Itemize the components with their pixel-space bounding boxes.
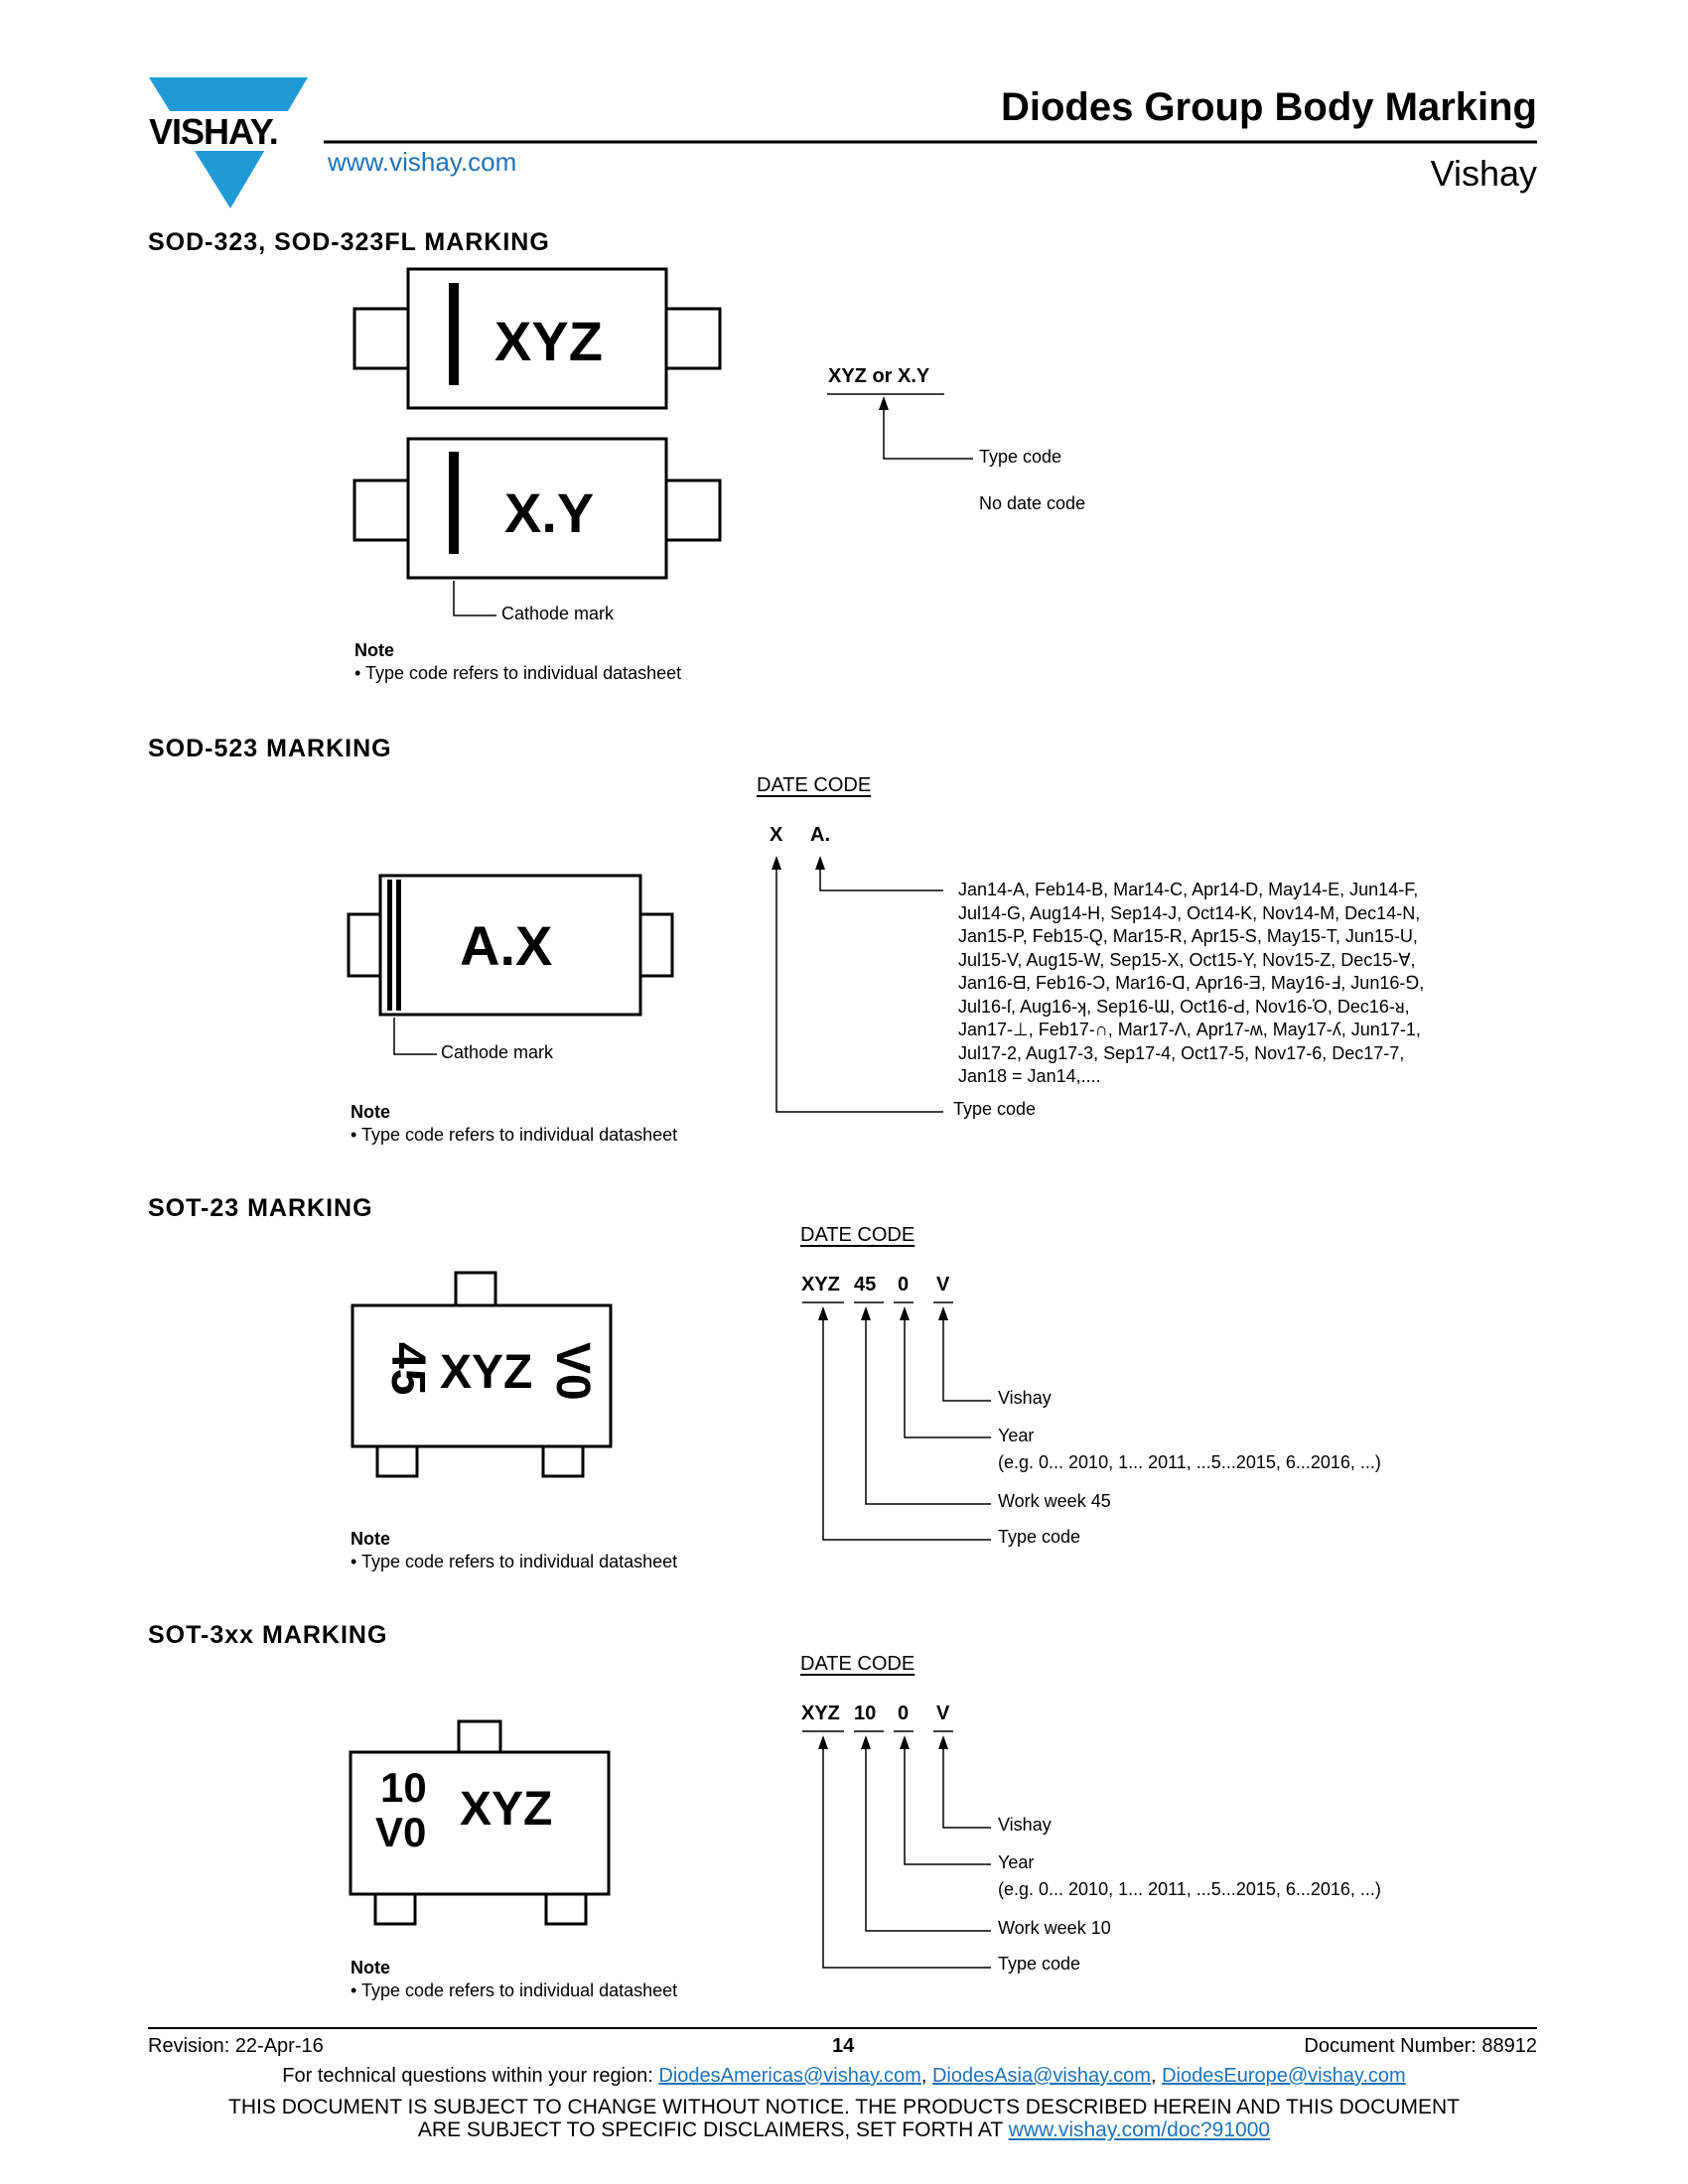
footer-separator: , bbox=[1150, 2065, 1163, 2087]
sot3xx-pkg-date: V0 bbox=[375, 1809, 427, 1855]
page-title: Diodes Group Body Marking bbox=[1000, 85, 1537, 129]
disclaimer-link[interactable]: www.vishay.com/doc?91000 bbox=[1008, 2118, 1271, 2141]
email-americas-link[interactable]: DiodesAmericas@vishay.com bbox=[658, 2065, 921, 2087]
sot3xx-code-xyz: XYZ bbox=[801, 1703, 840, 1724]
sot3xx-label-vishay: Vishay bbox=[998, 1815, 1052, 1835]
sot23-label-type: Type code bbox=[998, 1527, 1081, 1547]
sot3xx-heading: SOT-3xx MARKING bbox=[148, 1621, 388, 1649]
date-line: Jan14-A, Feb14-B, Mar14-C, Apr14-D, May1… bbox=[958, 880, 1419, 899]
footer-disclaimer-prefix: ARE SUBJECT TO SPECIFIC DISCLAIMERS, SET… bbox=[417, 2118, 1009, 2141]
sot23-label-year-example: (e.g. 0... 2010, 1... 2011, ...5...2015,… bbox=[998, 1452, 1381, 1472]
sot3xx-package bbox=[349, 1719, 611, 1926]
sot23-pkg-type: XYZ bbox=[440, 1346, 533, 1399]
sot23-note-text: • Type code refers to individual datashe… bbox=[351, 1552, 678, 1571]
sod523-note-text: • Type code refers to individual datashe… bbox=[351, 1125, 678, 1145]
sot3xx-pkg-type: XYZ bbox=[460, 1783, 553, 1836]
sod523-date-list: Jan14-A, Feb14-B, Mar14-C, Apr14-D, May1… bbox=[958, 879, 1424, 1089]
sot23-label-vishay: Vishay bbox=[998, 1388, 1052, 1408]
sot3xx-date-code-heading: DATE CODE bbox=[800, 1653, 915, 1675]
footer-questions: For technical questions within your regi… bbox=[0, 2065, 1688, 2088]
sod523-note-title: Note bbox=[351, 1102, 390, 1122]
sod523-type-leader bbox=[775, 866, 943, 1113]
sot23-label-year: Year bbox=[998, 1426, 1035, 1445]
sot3xx-label-year: Year bbox=[998, 1852, 1035, 1872]
date-line: Jul14-G, Aug14-H, Sep14-J, Oct14-K, Nov1… bbox=[958, 902, 1421, 923]
sot3xx-code-year: 0 bbox=[898, 1703, 910, 1724]
sod323-code-label: XYZ or X.Y bbox=[828, 365, 930, 387]
sod323-heading: SOD-323, SOD-323FL MARKING bbox=[148, 228, 550, 256]
vishay-logo bbox=[149, 77, 308, 208]
sod523-pkg-text: A.X bbox=[460, 914, 553, 977]
date-line: Jan17-⊥, Feb17-∩, Mar17-Λ, Apr17-ʍ, May1… bbox=[958, 1020, 1421, 1039]
sod523-heading: SOD-523 MARKING bbox=[148, 735, 392, 762]
sod523-cathode-leader bbox=[393, 1018, 437, 1055]
sot23-label-week: Work week 45 bbox=[998, 1491, 1111, 1511]
sod323-cathode-label: Cathode mark bbox=[501, 604, 615, 623]
sot3xx-label-week: Work week 10 bbox=[998, 1918, 1111, 1938]
date-line: Jul15-V, Aug15-W, Sep15-X, Oct15-Y, Nov1… bbox=[958, 949, 1416, 970]
sot3xx-note-text: • Type code refers to individual datashe… bbox=[351, 1980, 678, 2000]
sot23-note-title: Note bbox=[351, 1529, 390, 1549]
sod323-pkg1-text: XYZ bbox=[494, 310, 603, 372]
sot3xx-note-title: Note bbox=[351, 1958, 390, 1978]
sod523-package bbox=[347, 874, 674, 1017]
footer-disclaimer-line-2: ARE SUBJECT TO SPECIFIC DISCLAIMERS, SET… bbox=[0, 2118, 1688, 2142]
sot3xx-code-week: 10 bbox=[854, 1703, 877, 1724]
sod523-code-x: X bbox=[770, 824, 783, 846]
sod523-date-code-heading: DATE CODE bbox=[757, 774, 872, 796]
company-name: Vishay bbox=[1430, 153, 1537, 194]
sod523-month-leader bbox=[819, 866, 943, 891]
sod323-pkg2-text: X.Y bbox=[504, 481, 595, 544]
sot3xx-label-year-example: (e.g. 0... 2010, 1... 2011, ...5...2015,… bbox=[998, 1879, 1381, 1899]
footer-questions-prefix: For technical questions within your regi… bbox=[282, 2065, 659, 2087]
sot23-code-week: 45 bbox=[854, 1274, 877, 1296]
sot3xx-label-type: Type code bbox=[998, 1954, 1081, 1974]
sot23-pkg-date: V0 bbox=[546, 1342, 599, 1401]
footer-disclaimer-line-1: THIS DOCUMENT IS SUBJECT TO CHANGE WITHO… bbox=[228, 2096, 1460, 2118]
sod323-type-leader bbox=[883, 407, 973, 460]
sot23-package bbox=[351, 1271, 613, 1478]
date-line: Jan18 = Jan14,.... bbox=[958, 1066, 1101, 1086]
footer-separator: , bbox=[920, 2065, 932, 2087]
sod323-package-2 bbox=[352, 437, 722, 580]
sot23-pkg-week: 45 bbox=[381, 1342, 434, 1396]
date-line: Jan16-ᗺ, Feb16-Ɔ, Mar16-ᗡ, Apr16-Ǝ, May1… bbox=[958, 973, 1425, 993]
sot23-leaders bbox=[802, 1301, 991, 1541]
sod323-cathode-leader bbox=[453, 581, 496, 616]
sot3xx-pkg-week: 10 bbox=[380, 1764, 427, 1811]
sod523-code-a: A. bbox=[810, 824, 830, 846]
footer-document-number: Document Number: 88912 bbox=[1304, 2035, 1537, 2057]
date-line: Jul17-2, Aug17-3, Sep17-4, Oct17-5, Nov1… bbox=[958, 1042, 1405, 1063]
sot23-code-v: V bbox=[936, 1274, 950, 1296]
sod323-note-title: Note bbox=[354, 640, 394, 660]
sot23-code-year: 0 bbox=[898, 1274, 910, 1296]
sod523-cathode-label: Cathode mark bbox=[441, 1042, 554, 1062]
sot3xx-leaders bbox=[802, 1730, 991, 1969]
sod323-type-code: Type code bbox=[979, 447, 1062, 467]
sot3xx-code-v: V bbox=[936, 1703, 950, 1724]
sod323-package-1 bbox=[352, 267, 722, 410]
logo-text: VISHAY. bbox=[149, 111, 279, 152]
sod323-no-date-code: No date code bbox=[979, 493, 1086, 513]
email-asia-link[interactable]: DiodesAsia@vishay.com bbox=[931, 2065, 1151, 2087]
footer-revision: Revision: 22-Apr-16 bbox=[148, 2035, 324, 2057]
sod323-note-text: • Type code refers to individual datashe… bbox=[354, 663, 682, 683]
website-link[interactable]: www.vishay.com bbox=[328, 147, 517, 177]
email-europe-link[interactable]: DiodesEurope@vishay.com bbox=[1162, 2065, 1406, 2087]
sot23-heading: SOT-23 MARKING bbox=[148, 1194, 373, 1222]
date-line: Jan15-P, Feb15-Q, Mar15-R, Apr15-S, May1… bbox=[958, 926, 1418, 946]
sod523-type-code: Type code bbox=[953, 1099, 1037, 1119]
sot23-date-code-heading: DATE CODE bbox=[800, 1224, 915, 1246]
sot23-code-xyz: XYZ bbox=[801, 1274, 840, 1296]
footer-page-number: 14 bbox=[832, 2035, 855, 2057]
date-line: Jul16-ſ, Aug16-ʞ, Sep16-Ɯ, Oct16-Ԁ, Nov1… bbox=[958, 996, 1410, 1017]
